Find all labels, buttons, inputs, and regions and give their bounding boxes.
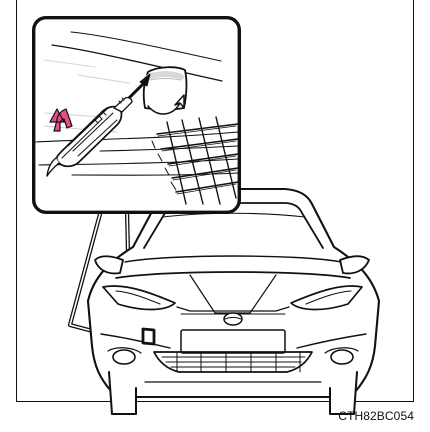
license-plate [181, 330, 285, 353]
car-front-view [88, 189, 379, 414]
tow-hook-cover-on-car [143, 329, 154, 344]
figure-code: CTH82BC054 [338, 409, 414, 423]
car-emblem [224, 313, 242, 325]
